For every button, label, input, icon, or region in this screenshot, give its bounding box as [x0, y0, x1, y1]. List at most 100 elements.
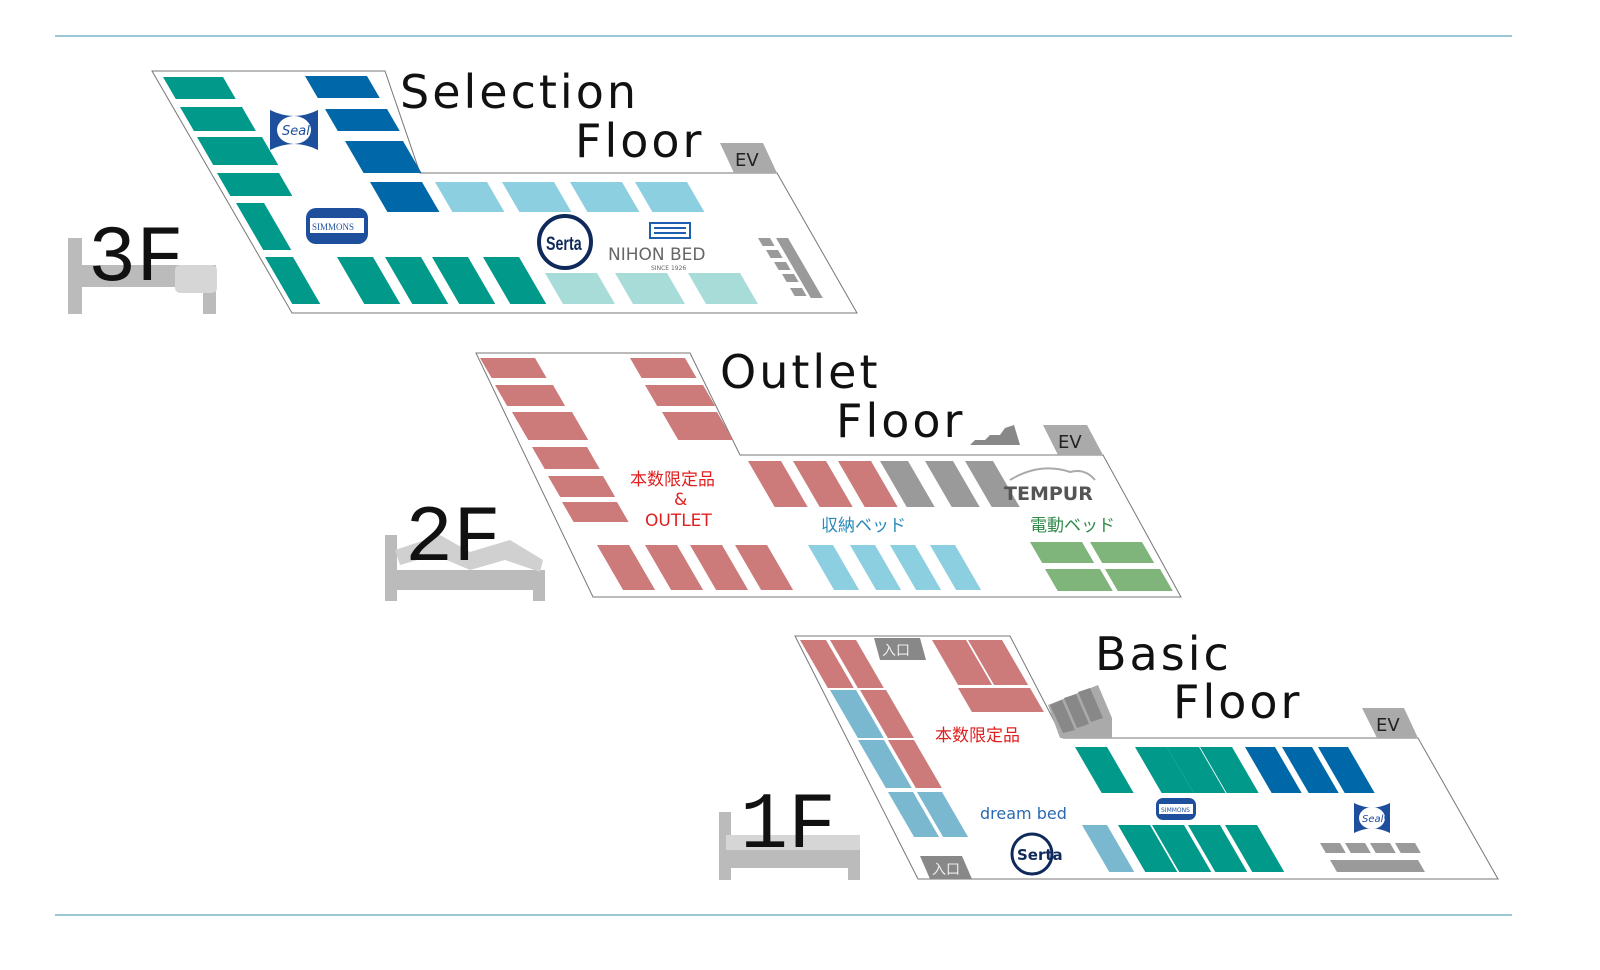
ev-2f: EV	[1043, 425, 1103, 455]
display-area-paleteal	[615, 273, 685, 304]
display-area-red	[860, 690, 914, 738]
shelf-1f	[1345, 843, 1371, 853]
display-area-teal	[265, 257, 321, 304]
display-area-gray	[880, 461, 935, 507]
floor-1f-number: 1F	[740, 781, 836, 872]
display-area-steelblue	[830, 690, 884, 738]
shelf-1f	[1370, 843, 1396, 853]
stairs-2f-icon	[958, 425, 1020, 445]
display-area-paleteal	[545, 273, 615, 304]
display-area-teal	[217, 173, 293, 196]
display-area-blue	[1318, 747, 1375, 793]
display-area-lightblue	[850, 545, 902, 590]
stairs-3f-step	[774, 262, 791, 270]
display-area-blue	[325, 109, 400, 131]
svg-text:入口: 入口	[932, 862, 960, 878]
display-area-teal	[385, 257, 449, 304]
dreambed-logo: dream bed	[980, 804, 1067, 823]
display-area-blue	[1245, 747, 1302, 793]
svg-text:EV: EV	[735, 150, 759, 171]
serta-logo-3f: Serta	[537, 214, 593, 270]
display-area-teal	[1118, 825, 1178, 872]
floor-3f-number: 3F	[88, 214, 184, 305]
display-area-steelblue	[888, 792, 940, 837]
limited-label-2f: 本数限定品	[630, 470, 715, 490]
stairs-3f-step	[758, 238, 775, 246]
display-area-red	[645, 545, 704, 590]
display-area-teal	[1135, 747, 1194, 793]
display-area-blue	[1282, 747, 1339, 793]
entrance-bottom-1f: 入口	[920, 856, 972, 879]
svg-text:EV: EV	[1376, 715, 1400, 736]
display-area-green	[1105, 569, 1173, 591]
stairs-3f-step	[766, 250, 783, 258]
display-area-paleteal	[688, 273, 758, 304]
shelf-1f	[1395, 843, 1421, 853]
display-area-red	[748, 461, 808, 507]
svg-text:SIMMONS: SIMMONS	[312, 222, 354, 232]
display-area-teal	[1167, 747, 1226, 793]
display-area-red	[548, 476, 616, 497]
display-area-teal	[337, 257, 401, 304]
display-area-gray	[925, 461, 980, 507]
floor-2f-title-line2: Floor	[836, 394, 965, 448]
ev-3f: EV	[720, 143, 777, 173]
display-area-teal	[1188, 825, 1248, 872]
svg-text:SIMMONS: SIMMONS	[1161, 807, 1190, 814]
display-area-red	[800, 640, 854, 688]
display-area-steelblue	[1082, 825, 1135, 872]
bed-2f-adjustable-icon	[385, 535, 545, 601]
floor-2f-title-line1: Outlet	[720, 345, 881, 399]
stairs-3f-step	[782, 274, 799, 282]
ev-1f: EV	[1362, 708, 1418, 738]
display-area-blue	[370, 182, 440, 212]
shelf-1f	[1320, 843, 1346, 853]
stairs-1f-icon	[1048, 685, 1112, 738]
display-area-lightblue	[570, 182, 640, 212]
svg-text:Sealy: Sealy	[1362, 814, 1390, 825]
outlet-label-2f: OUTLET	[645, 511, 712, 531]
display-area-gray	[965, 461, 1020, 507]
display-area-lightblue	[930, 545, 982, 590]
simmons-logo-1f: SIMMONS	[1156, 798, 1196, 820]
display-area-red	[888, 740, 942, 788]
display-area-teal	[1225, 825, 1285, 872]
floor-3f-title-line1: Selection	[400, 65, 639, 119]
sealy-logo-3f: Sealy	[270, 110, 318, 150]
display-area-lightblue	[435, 182, 505, 212]
display-area-green	[1045, 569, 1113, 591]
display-area-red	[480, 358, 547, 378]
display-area-green	[1030, 542, 1095, 563]
display-area-teal	[163, 77, 236, 99]
display-areas	[163, 76, 1425, 872]
svg-text:SINCE 1926: SINCE 1926	[651, 265, 686, 272]
floor-1f-title-line1: Basic	[1095, 627, 1232, 681]
display-area-lightblue	[890, 545, 942, 590]
storage-bed-label: 収納ベッド	[821, 516, 906, 536]
display-area-teal	[483, 257, 547, 304]
display-area-lightblue	[808, 545, 860, 590]
electric-bed-label: 電動ベッド	[1030, 516, 1115, 536]
display-area-teal	[180, 107, 256, 131]
svg-text:入口: 入口	[882, 643, 910, 659]
display-area-red	[630, 358, 697, 378]
bed-3f-icon	[68, 238, 217, 314]
serta-logo-1f: Serta	[1010, 832, 1063, 876]
sealy-logo-1f: Sealy	[1354, 803, 1390, 833]
display-area-teal	[197, 137, 279, 165]
display-area-teal	[236, 203, 292, 250]
floor-3f-title-line2: Floor	[575, 114, 704, 168]
bed-1f-icon	[719, 812, 860, 880]
display-area-lightblue	[635, 182, 705, 212]
display-area-red	[597, 545, 656, 590]
display-area-lightblue	[502, 182, 572, 212]
display-area-red	[495, 385, 566, 406]
entrance-top-1f: 入口	[874, 638, 926, 660]
display-area-red	[662, 412, 734, 440]
and-label-2f: &	[674, 490, 687, 510]
display-area-red	[532, 447, 600, 469]
display-area-red	[512, 412, 589, 440]
display-area-red	[735, 545, 794, 590]
